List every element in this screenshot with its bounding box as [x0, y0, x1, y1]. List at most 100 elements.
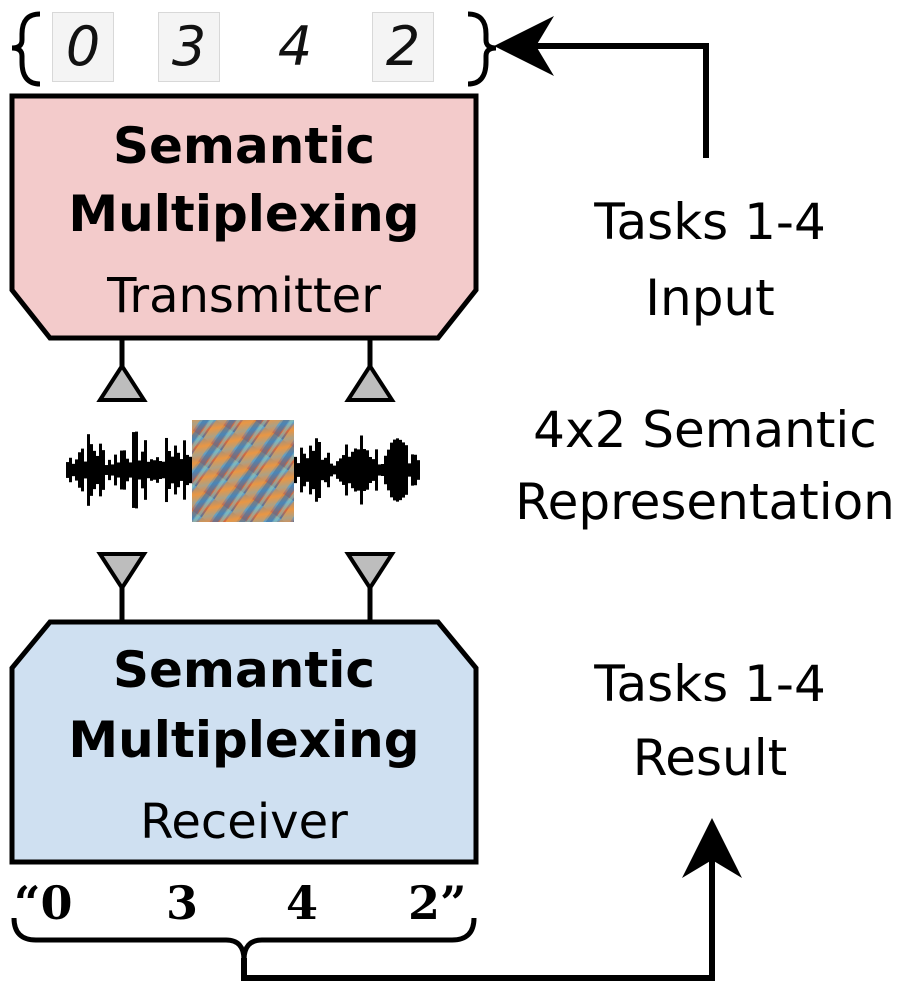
waveform-bar [126, 458, 129, 482]
input-digit-0: 0 [65, 15, 101, 78]
waveform-bar [360, 435, 363, 505]
waveform-bar [102, 450, 105, 490]
waveform-bar [69, 457, 72, 483]
waveform-bar [171, 456, 174, 484]
waveform-bar [174, 445, 177, 495]
waveform-bar [300, 447, 303, 493]
waveform-bar [354, 448, 357, 492]
waveform-bar [66, 462, 69, 478]
waveform-bar [399, 439, 402, 501]
waveform-bar [189, 456, 192, 484]
waveform-bar [72, 463, 75, 477]
waveform-bar [345, 444, 348, 496]
waveform-bar [318, 441, 321, 499]
waveform-bar [180, 459, 183, 481]
waveform-bar [315, 438, 318, 502]
rx-antenna-left-icon [96, 552, 148, 592]
waveform-bar [351, 451, 354, 489]
waveform-bar [414, 454, 417, 486]
waveform-bar [114, 454, 117, 486]
waveform-bar [138, 460, 141, 480]
waveform-bar [90, 444, 93, 496]
waveform-bar [402, 442, 405, 498]
waveform-bar [99, 443, 102, 497]
waveform-bar [177, 452, 180, 488]
waveform-bar [330, 463, 333, 477]
receiver-title-line2: Multiplexing [68, 711, 420, 769]
waveform-bar [408, 463, 411, 477]
waveform-signal [66, 431, 420, 509]
waveform-bar [96, 455, 99, 485]
input-arrow [494, 16, 709, 158]
waveform-bar [333, 465, 336, 475]
waveform-bar [117, 462, 120, 478]
waveform-bar [162, 461, 165, 479]
waveform-bar [327, 452, 330, 488]
waveform-bar [105, 465, 108, 475]
representation-label-line2: Representation [515, 473, 895, 531]
waveform-bar [108, 459, 111, 481]
result-arrow [241, 818, 742, 981]
input-digit-image-2: 4 [264, 12, 326, 82]
waveform-bar [87, 434, 90, 506]
waveform-bar [387, 449, 390, 491]
receiver-block [9, 619, 479, 865]
waveform-bar [375, 449, 378, 491]
waveform-bar [186, 454, 189, 486]
result-label-line2: Result [632, 729, 788, 787]
receiver-subtitle: Receiver [140, 794, 348, 850]
waveform-bar [141, 451, 144, 489]
waveform-bar [183, 440, 186, 500]
waveform-bar [111, 464, 114, 476]
output-digit-3: 2” [408, 876, 467, 930]
waveform-bar [297, 463, 300, 477]
waveform-bar [156, 457, 159, 483]
waveform-bar [294, 456, 297, 484]
waveform-bar [393, 439, 396, 501]
waveform-bar [321, 459, 324, 481]
output-digit-1: 3 [166, 876, 199, 930]
waveform-bar [135, 431, 138, 509]
tx-antenna-left-icon [96, 362, 148, 402]
receiver-title-line1: Semantic [112, 641, 376, 699]
waveform-bar [405, 445, 408, 495]
transmitter-subtitle: Transmitter [107, 268, 381, 324]
waveform-bar [75, 459, 78, 481]
waveform-bar [411, 454, 414, 486]
transmitter-title-line1: Semantic [112, 117, 376, 175]
waveform-bar [384, 455, 387, 485]
waveform-bar [150, 459, 153, 481]
transmitter-block [9, 93, 479, 341]
waveform-bar [396, 438, 399, 502]
waveform-bar [303, 453, 306, 487]
waveform-bar [390, 442, 393, 498]
waveform-bar [132, 432, 135, 508]
waveform-bar [147, 461, 150, 479]
semantic-texture-image [192, 420, 294, 522]
waveform-bar [369, 456, 372, 484]
waveform-bar [348, 456, 351, 484]
transmitter-title-line2: Multiplexing [68, 185, 420, 243]
input-brace-right [467, 11, 497, 87]
waveform-bar [363, 448, 366, 492]
waveform-bar [336, 461, 339, 479]
input-label-line2: Input [645, 269, 775, 327]
waveform-bar [372, 459, 375, 481]
waveform-bar [123, 450, 126, 490]
waveform-bar [153, 460, 156, 480]
waveform-bar [159, 461, 162, 479]
input-digit-2: 4 [277, 15, 313, 78]
input-brace-left [11, 11, 41, 87]
input-label-line1: Tasks 1-4 [594, 193, 826, 251]
waveform-bar [378, 464, 381, 476]
waveform-bar [165, 437, 168, 503]
representation-label-line1: 4x2 Semantic [533, 401, 877, 459]
output-brace [11, 917, 477, 961]
result-label-line1: Tasks 1-4 [594, 655, 826, 713]
waveform-bar [93, 450, 96, 490]
input-digit-image-3: 2 [372, 12, 434, 82]
waveform-bar [81, 448, 84, 492]
waveform-bar [309, 445, 312, 495]
waveform-bar [417, 460, 420, 480]
